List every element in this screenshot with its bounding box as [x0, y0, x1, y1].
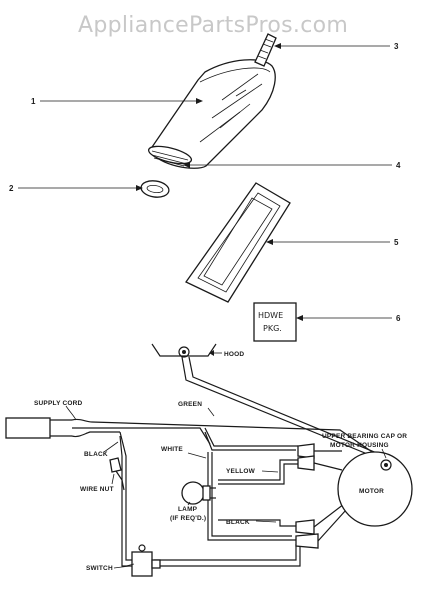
black-wire-lower: [154, 519, 301, 567]
switch-leader: [113, 565, 131, 569]
pkg-text: PKG.: [263, 324, 282, 333]
part-6-hardware-package: HDWE PKG.: [253, 302, 297, 342]
yellow-label: YELLOW: [226, 468, 256, 475]
hdwe-text: HDWE: [258, 311, 283, 320]
part-2-grommet: [140, 180, 170, 198]
watermark-text: AppliancePartsPros.com: [78, 13, 348, 38]
wire-nut: [109, 457, 125, 491]
lamp-socket: [181, 481, 216, 505]
yellow-wire: [218, 459, 298, 485]
supply-cord: [5, 417, 385, 461]
part-4-grille: [147, 145, 193, 167]
callout-4: 4: [396, 161, 401, 170]
switch-label: SWITCH: [86, 565, 113, 572]
motor: [337, 451, 413, 527]
bearing-leader: [381, 448, 387, 459]
callout-5: 5: [394, 238, 399, 247]
supply-cord-leader: [65, 405, 77, 421]
part-5-filter: [185, 182, 291, 303]
white-label: WHITE: [161, 446, 183, 453]
hood-bracket: [151, 343, 222, 358]
callout-2: 2: [9, 184, 14, 193]
black-lower-leader: [255, 520, 277, 523]
part-3-nipple: [254, 33, 277, 67]
white-wire: [204, 427, 298, 541]
callout-3: 3: [394, 42, 399, 51]
lamp-label: LAMP: [178, 506, 198, 513]
lamp-note: (IF REQ'D.): [170, 515, 206, 522]
black-lower-label: BLACK: [226, 519, 250, 526]
lamp-leader: [187, 501, 191, 506]
motor-connectors: [295, 443, 347, 549]
yellow-leader: [261, 470, 279, 473]
hood-label: HOOD: [224, 351, 244, 358]
black-left-leader: [103, 441, 119, 453]
supply-cord-label: SUPPLY CORD: [34, 400, 83, 407]
part-1-hood-shell: [149, 59, 276, 169]
black-left-label: BLACK: [84, 451, 108, 458]
motor-label: MOTOR: [359, 488, 384, 495]
green-label: GREEN: [178, 401, 202, 408]
callout-1: 1: [31, 97, 36, 106]
switch: [125, 544, 161, 577]
green-leader: [207, 407, 215, 417]
bearing-label-line2: MOTOR HOUSING: [330, 442, 389, 449]
bearing-label: UPPER BEARING CAP OR: [322, 433, 407, 440]
white-leader: [187, 452, 207, 459]
callout-6: 6: [396, 314, 401, 323]
callout-arrows: [18, 43, 392, 321]
wire-nut-leader: [111, 473, 115, 485]
black-wire-left: [119, 431, 134, 567]
wire-nut-label: WIRE NUT: [80, 486, 114, 493]
